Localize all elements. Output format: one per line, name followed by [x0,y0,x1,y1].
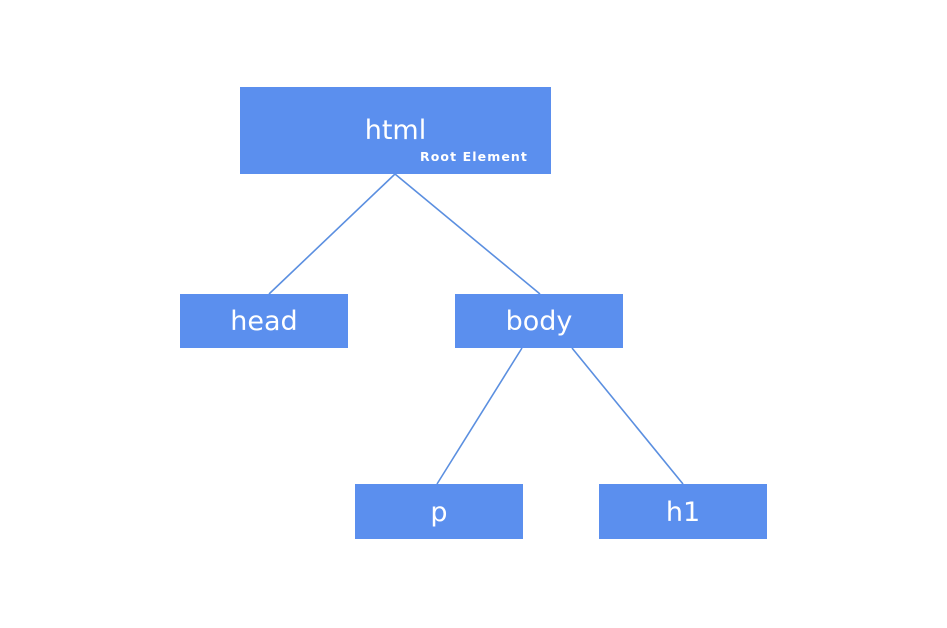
node-html-sublabel: Root Element [420,149,529,164]
edge-html-body [394,173,541,295]
node-p[interactable]: p [355,484,523,539]
edge-html-head [268,173,396,295]
edge-body-h1 [571,347,684,485]
node-body[interactable]: body [455,294,623,348]
node-html[interactable]: html Root Element [240,87,551,174]
node-p-label: p [430,497,448,528]
node-body-label: body [505,306,573,337]
node-h1-label: h1 [665,497,701,528]
edge-body-p [436,347,523,485]
node-h1[interactable]: h1 [599,484,767,539]
node-head[interactable]: head [180,294,348,348]
node-html-label: html [364,115,427,146]
node-head-label: head [230,306,298,337]
